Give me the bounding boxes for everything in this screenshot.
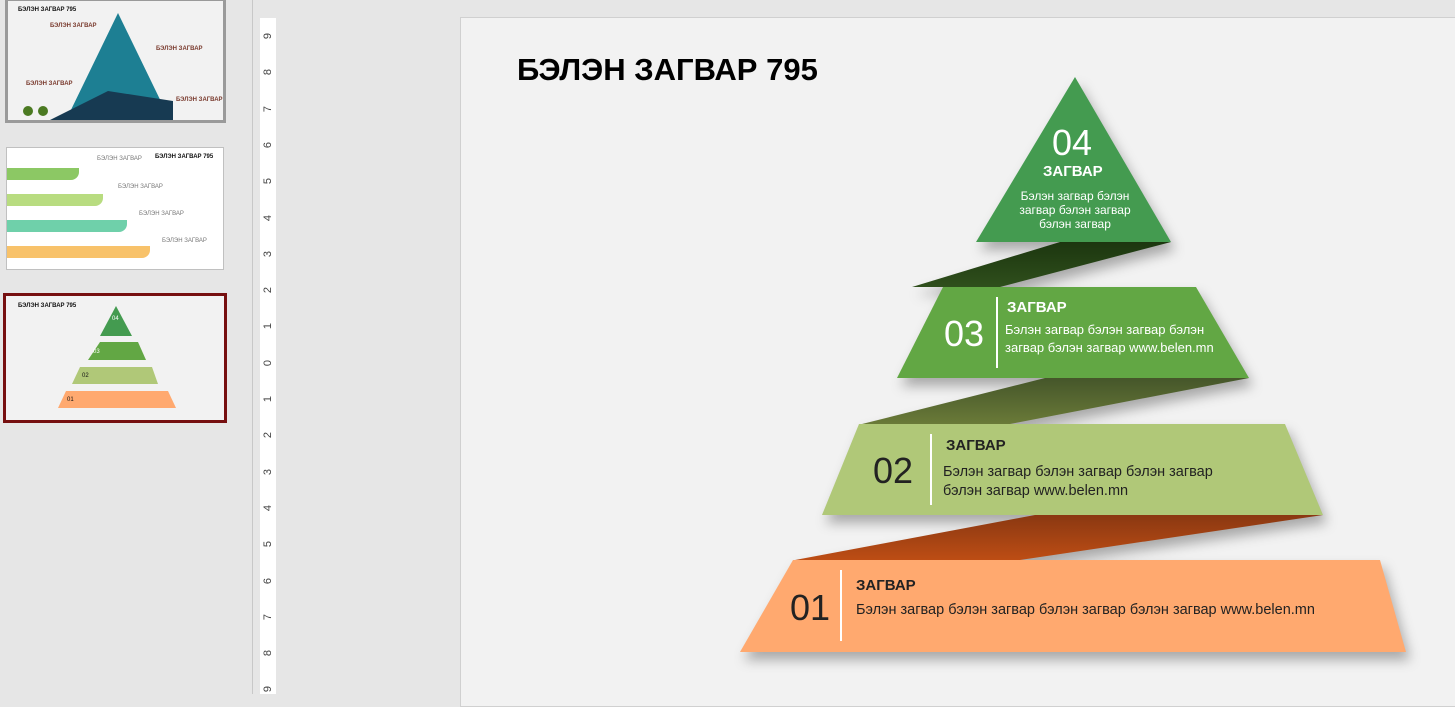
pyramid-level-03	[897, 287, 1249, 378]
level-03-heading: ЗАГВАР	[1007, 299, 1067, 316]
slide-thumbnail-3-selected[interactable]: БЭЛЭН ЗАГВАР 795 04 03 02 01	[3, 293, 227, 423]
thumb-label: БЭЛЭН ЗАГВАР	[176, 97, 223, 103]
thumb-num: 01	[67, 397, 74, 403]
slide-thumbnail-1[interactable]: БЭЛЭН ЗАГВАР 795 БЭЛЭН ЗАГВАР БЭЛЭН ЗАГВ…	[5, 0, 226, 123]
thumb-label: БЭЛЭН ЗАГВАР	[139, 211, 184, 217]
thumb-title: БЭЛЭН ЗАГВАР 795	[155, 154, 214, 160]
level-04-number: 04	[1052, 122, 1093, 163]
level-02-heading: ЗАГВАР	[946, 437, 1006, 454]
level-03-number: 03	[944, 313, 985, 354]
level-01-number: 01	[790, 587, 831, 628]
thumb-title: БЭЛЭН ЗАГВАР 795	[18, 7, 77, 13]
level-03-divider	[996, 297, 998, 368]
level-01-text: Бэлэн загвар бэлэн загвар бэлэн загвар б…	[856, 602, 1315, 618]
level-04-text: Бэлэн загвар бэлэн загвар бэлэн загвар б…	[1019, 189, 1131, 231]
level-04-heading: ЗАГВАР	[1043, 163, 1103, 180]
level-02-text: Бэлэн загвар бэлэн загвар бэлэн загвар б…	[943, 464, 1213, 499]
connector-ribbon-4-3	[912, 242, 1171, 287]
slide-title[interactable]: БЭЛЭН ЗАГВАР 795	[517, 52, 818, 87]
thumb-label: БЭЛЭН ЗАГВАР	[26, 81, 73, 87]
slide-thumbnail-2[interactable]: БЭЛЭН ЗАГВАР 795 БЭЛЭН ЗАГВАР БЭЛЭН ЗАГВ…	[6, 147, 224, 270]
thumb-label: БЭЛЭН ЗАГВАР	[162, 238, 207, 244]
level-02-divider	[930, 434, 932, 505]
thumb-num: 03	[93, 349, 100, 355]
connector-ribbon-2-1	[795, 515, 1323, 560]
thumb-label: БЭЛЭН ЗАГВАР	[50, 23, 97, 29]
pyramid-level-02	[822, 424, 1323, 515]
slide-thumbnail-panel: БЭЛЭН ЗАГВАР 795 БЭЛЭН ЗАГВАР БЭЛЭН ЗАГВ…	[0, 0, 253, 694]
level-01-divider	[840, 570, 842, 641]
level-02-number: 02	[873, 450, 914, 491]
pyramid-level-01	[740, 560, 1406, 652]
level-03-text: Бэлэн загвар бэлэн загвар бэлэн загвар б…	[1005, 322, 1214, 355]
level-01-heading: ЗАГВАР	[856, 577, 916, 594]
connector-ribbon-3-2	[862, 378, 1249, 424]
thumb-pyramid-graphic	[23, 13, 173, 120]
thumb-label: БЭЛЭН ЗАГВАР	[97, 156, 142, 162]
thumb-label: БЭЛЭН ЗАГВАР	[118, 184, 163, 190]
thumb-title: БЭЛЭН ЗАГВАР 795	[18, 303, 77, 309]
thumb-num: 02	[82, 373, 89, 379]
thumb-pyramid-graphic	[58, 306, 176, 408]
thumb-label: БЭЛЭН ЗАГВАР	[156, 46, 203, 52]
thumb-num: 04	[112, 316, 119, 322]
pyramid-level-04	[976, 77, 1171, 242]
